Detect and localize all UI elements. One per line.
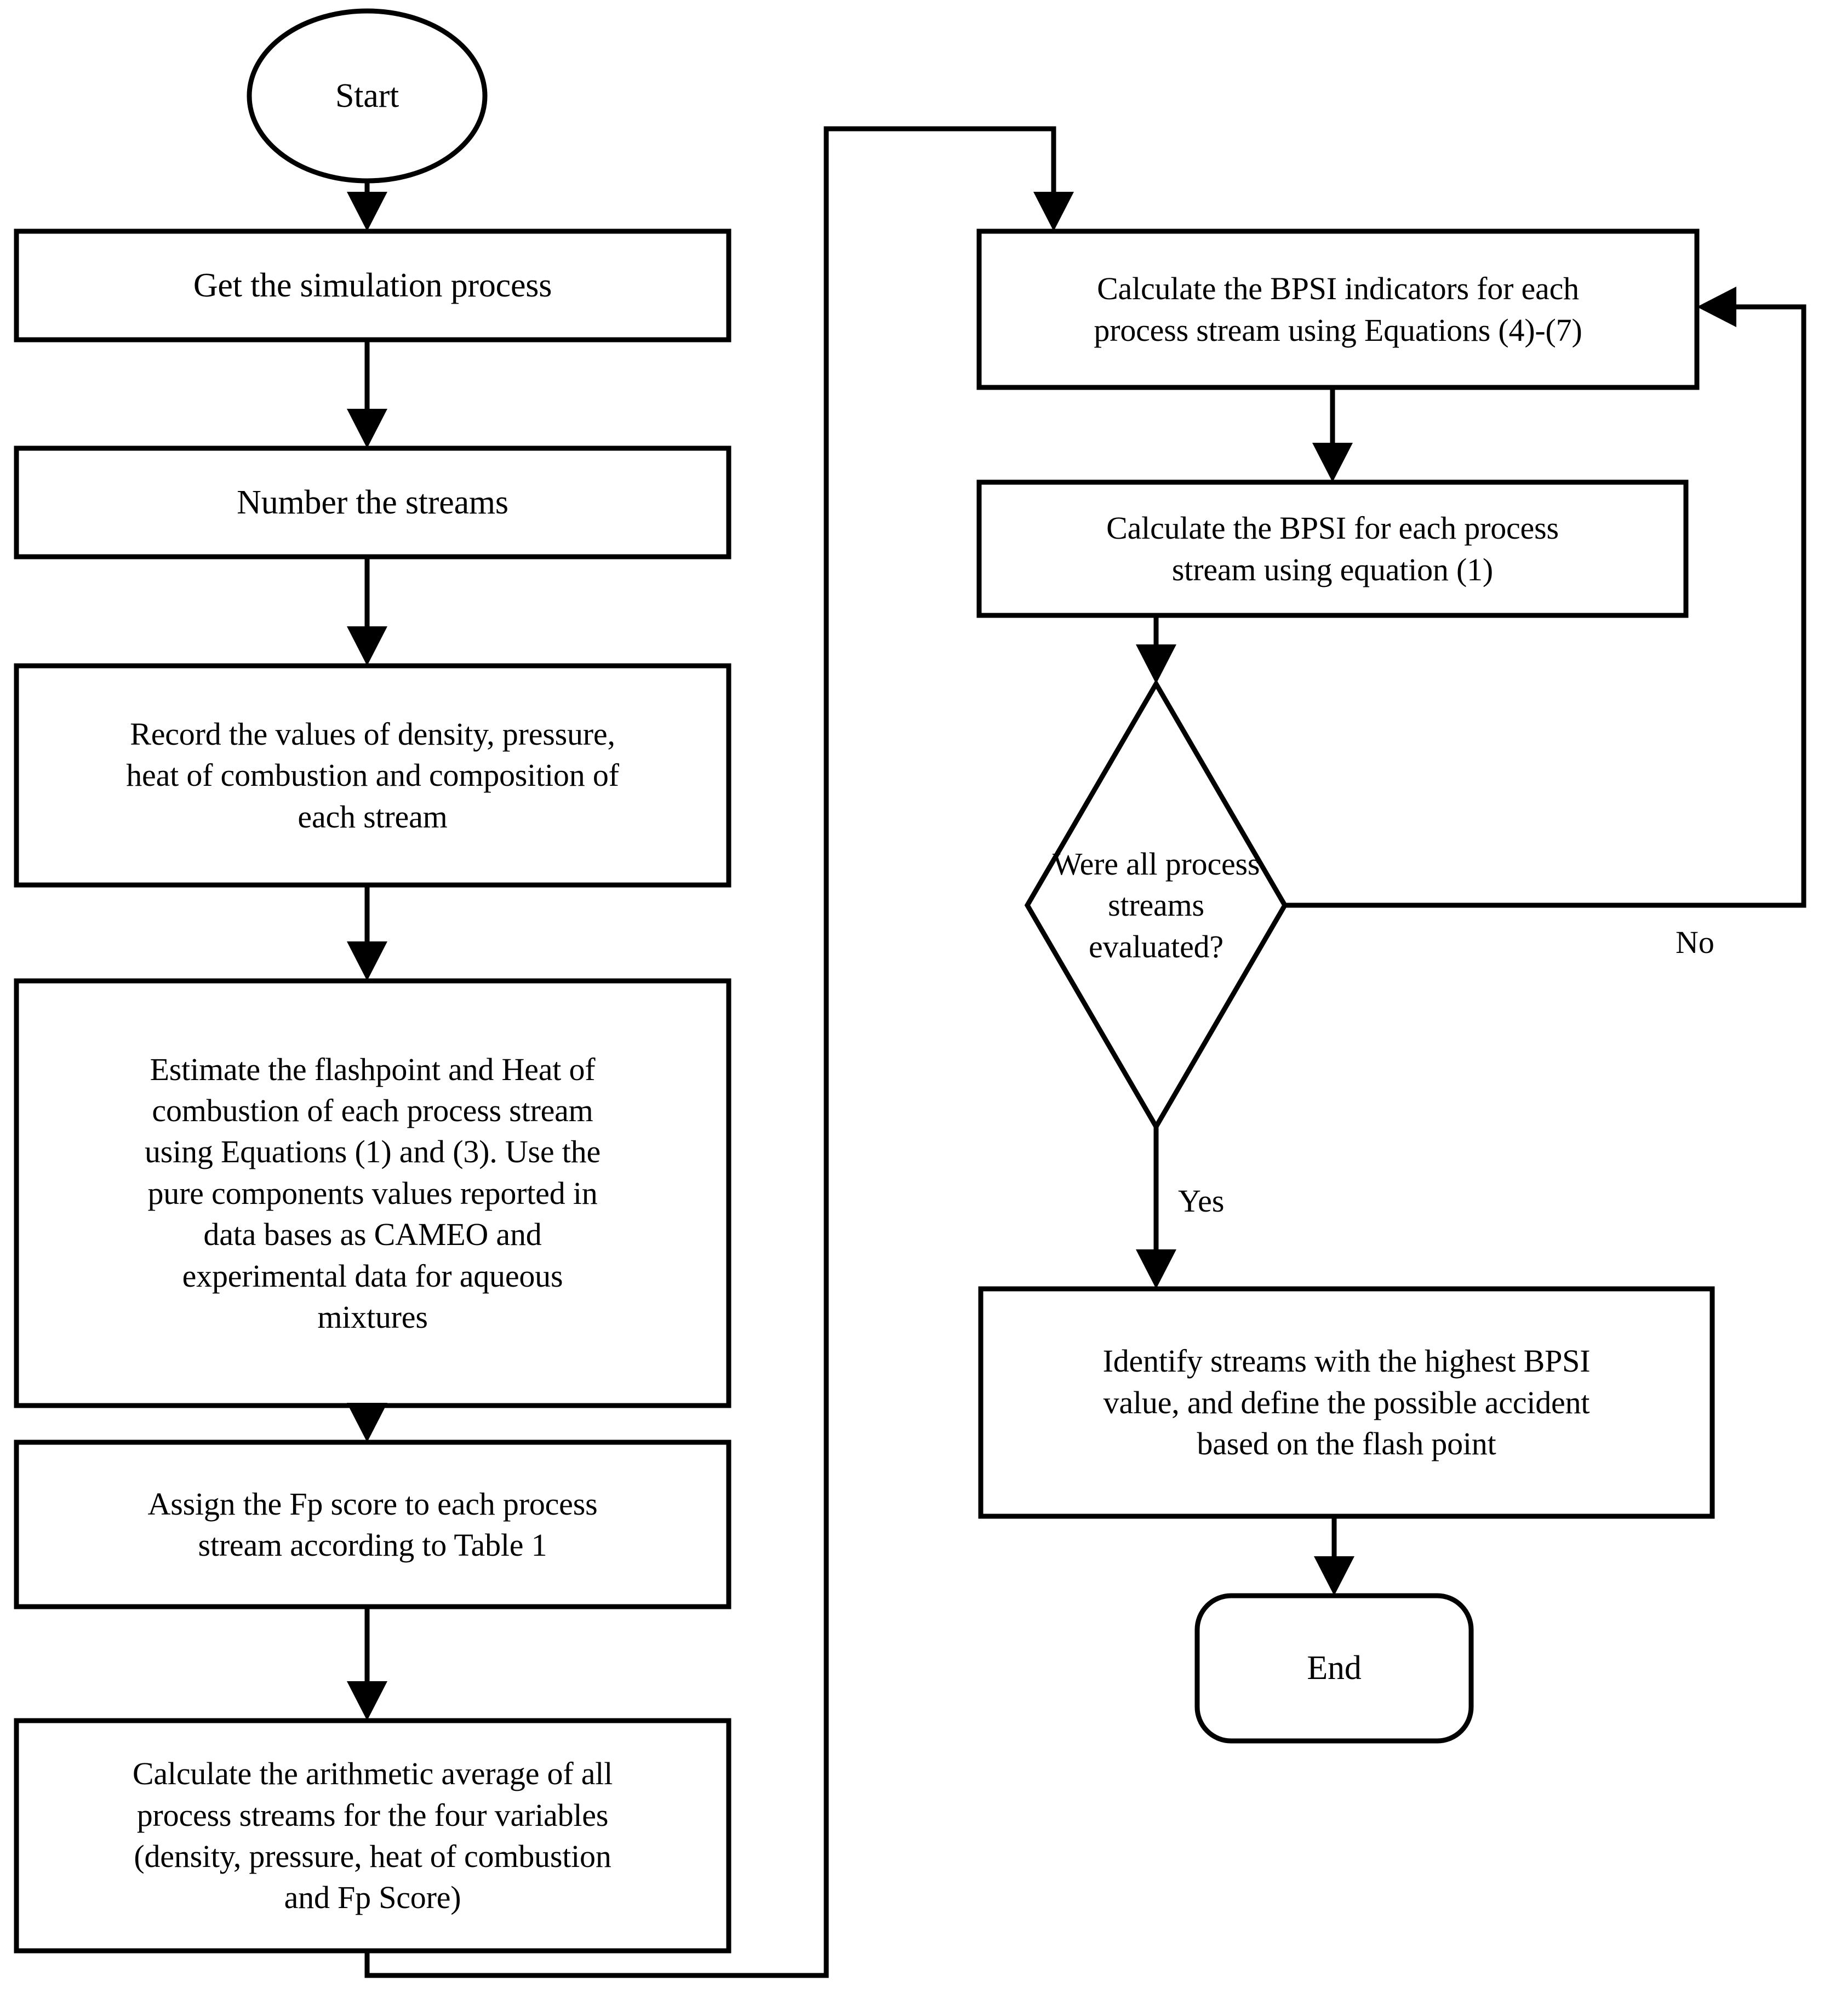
calculate-bpsi-indicators-node-shape[interactable] [976,229,1700,390]
decision-all-evaluated-node-shape[interactable] [1024,679,1288,1132]
connector-estimate-flashpoint-to-assign-fp-score [347,1403,387,1442]
assign-fp-score-node-shape[interactable] [14,1440,731,1609]
connector-calculate-average-to-bpsi-indicators [364,126,1074,1978]
decision-no-edge-label: No [1676,924,1714,960]
connector-record-values-to-estimate-flashpoint [347,885,387,981]
calculate-bpsi-node-shape[interactable] [976,479,1689,618]
end-node-shape[interactable] [1194,1593,1474,1744]
get-simulation-node-shape[interactable] [14,229,731,342]
connector-assign-fp-score-to-calculate-average [347,1607,387,1721]
start-node-shape[interactable] [247,8,488,184]
connector-decision-no-loop [1285,287,1806,908]
number-streams-node-shape[interactable] [14,446,731,559]
connector-get-simulation-to-number-streams [347,340,387,448]
record-values-node-shape[interactable] [14,663,731,888]
identify-streams-node-shape[interactable] [978,1286,1715,1519]
decision-yes-edge-label: Yes [1178,1183,1225,1219]
connector-bpsi-to-decision [1136,615,1176,684]
connector-number-streams-to-record-values [347,557,387,666]
connector-start-to-get-simulation [347,181,387,231]
estimate-flashpoint-node-shape[interactable] [14,978,731,1408]
connector-bpsi-indicators-to-bpsi [1312,387,1353,482]
connector-decision-yes-to-identify-streams [1136,1127,1176,1289]
connector-identify-streams-to-end [1314,1516,1354,1596]
calculate-average-node-shape[interactable] [14,1718,731,1954]
